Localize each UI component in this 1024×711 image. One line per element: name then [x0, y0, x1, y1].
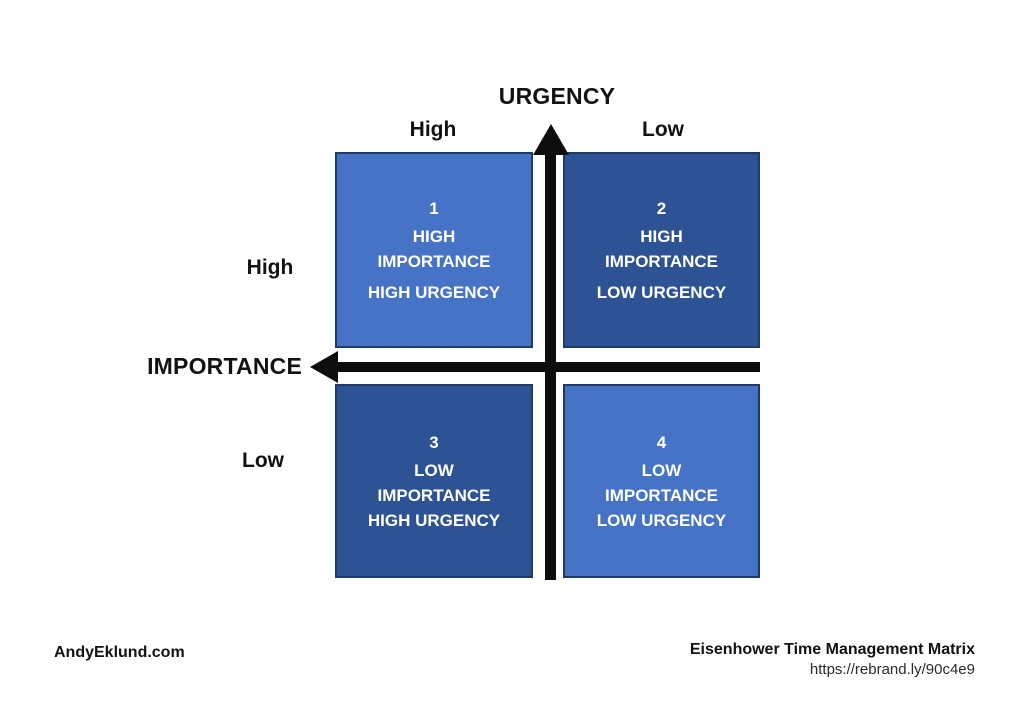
quadrant-3-importance-line-1: LOW — [414, 460, 454, 480]
importance-axis-title: IMPORTANCE — [147, 353, 302, 379]
quadrant-2-number: 2 — [656, 198, 667, 218]
quadrant-3-number: 3 — [429, 432, 439, 452]
quadrant-4-urgency-line: LOW URGENCY — [596, 510, 727, 530]
credit-text: AndyEklund.com — [54, 644, 185, 661]
urgency-high-label: High — [409, 118, 457, 141]
quadrant-1-urgency-line: HIGH URGENCY — [367, 282, 501, 302]
importance-axis-arrowhead-icon — [310, 351, 338, 383]
importance-high-label: High — [246, 256, 294, 279]
quadrant-1-high-importance-high-urgency: 1 HIGH IMPORTANCE HIGH URGENCY — [335, 152, 533, 348]
diagram-url: https://rebrand.ly/90c4e9 — [809, 661, 975, 678]
urgency-low-label: Low — [642, 118, 684, 141]
quadrant-1-importance-line-1: HIGH — [412, 226, 456, 246]
importance-axis-line — [336, 362, 760, 372]
diagram-title: Eisenhower Time Management Matrix — [689, 641, 975, 658]
importance-low-label: Low — [242, 449, 284, 472]
quadrant-2-importance-line-2: IMPORTANCE — [604, 251, 718, 271]
footer-right-block: Eisenhower Time Management Matrix https:… — [690, 641, 975, 678]
urgency-axis-arrowhead-icon — [533, 124, 569, 155]
urgency-axis-title: URGENCY — [498, 83, 616, 109]
quadrant-1-number: 1 — [429, 198, 439, 218]
quadrant-1-importance-line-2: IMPORTANCE — [377, 251, 491, 271]
quadrant-2-high-importance-low-urgency: 2 HIGH IMPORTANCE LOW URGENCY — [563, 152, 760, 348]
quadrant-4-low-importance-low-urgency: 4 LOW IMPORTANCE LOW URGENCY — [563, 384, 760, 578]
quadrant-3-low-importance-high-urgency: 3 LOW IMPORTANCE HIGH URGENCY — [335, 384, 533, 578]
quadrant-3-importance-line-2: IMPORTANCE — [377, 485, 491, 505]
quadrant-4-importance-line-2: IMPORTANCE — [604, 485, 718, 505]
quadrant-4-importance-line-1: LOW — [641, 460, 682, 480]
quadrant-3-urgency-line: HIGH URGENCY — [367, 510, 501, 530]
quadrant-4-number: 4 — [656, 432, 667, 452]
quadrant-2-importance-line-1: HIGH — [640, 226, 683, 246]
quadrant-2-urgency-line: LOW URGENCY — [596, 282, 727, 302]
